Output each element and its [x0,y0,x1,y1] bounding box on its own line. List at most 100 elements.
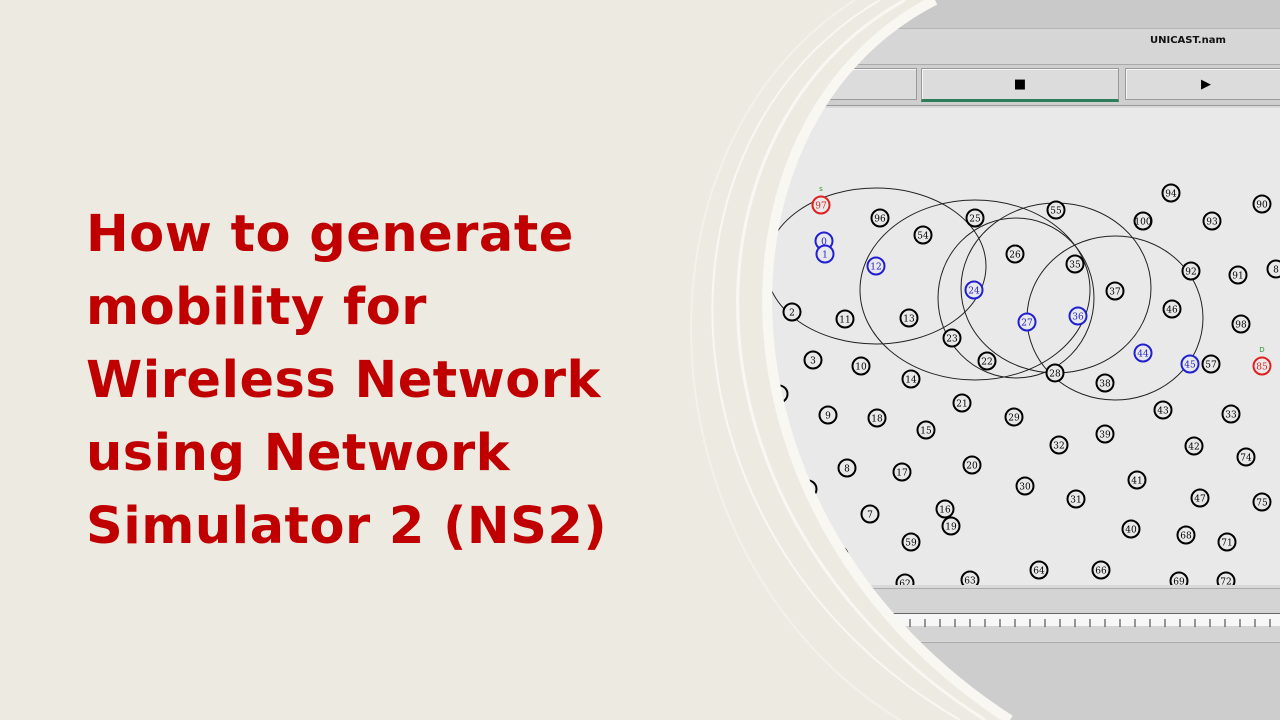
network-node: 12 [868,258,885,275]
node-tag: D [1259,346,1264,354]
network-node: 16 [937,501,954,518]
svg-text:20: 20 [966,462,978,472]
svg-text:26: 26 [1009,251,1021,261]
network-node: 41 [1129,472,1146,489]
svg-text:90: 90 [1256,201,1268,211]
svg-text:2: 2 [789,309,795,319]
svg-text:31: 31 [1070,496,1081,506]
svg-text:33: 33 [1225,411,1237,421]
svg-text:59: 59 [905,539,917,549]
svg-text:68: 68 [1180,532,1192,542]
svg-text:40: 40 [1125,526,1137,536]
network-node: 13 [901,310,918,327]
network-node: 64 [1031,562,1048,579]
svg-text:32: 32 [1053,442,1064,452]
stop-button[interactable]: ■ [921,68,1119,102]
network-node: 17 [894,464,911,481]
network-node: 5 [778,440,795,457]
network-node: 74 [1238,449,1255,466]
network-node: 68 [1178,527,1195,544]
nam-titlebar [700,0,1280,28]
svg-text:24: 24 [968,287,980,297]
network-node: 4 [771,386,788,403]
network-node: 23 [944,330,961,347]
svg-text:22: 22 [981,358,992,368]
network-node: 85 [1254,358,1271,375]
svg-text:54: 54 [917,232,929,242]
network-node: 31 [1068,491,1085,508]
network-node: 10 [853,358,870,375]
network-node: 32 [1051,437,1068,454]
network-node: 30 [1017,478,1034,495]
svg-text:29: 29 [1008,414,1020,424]
svg-text:27: 27 [1021,319,1033,329]
slide-title: How to generate mobility for Wireless Ne… [86,198,706,563]
network-node: 14 [903,371,920,388]
svg-text:47: 47 [1194,495,1206,505]
network-node: 47 [1192,490,1209,507]
svg-text:64: 64 [1033,567,1045,577]
svg-text:3: 3 [810,357,816,367]
svg-text:14: 14 [905,376,917,386]
network-node: 98 [1233,316,1250,333]
svg-text:36: 36 [1072,313,1084,323]
svg-text:38: 38 [1099,380,1111,390]
network-node: 24 [966,282,983,299]
svg-text:74: 74 [1240,454,1252,464]
network-node: 29 [1006,409,1023,426]
network-node: 6 [800,481,817,498]
svg-text:15: 15 [920,427,932,437]
network-node: 42 [1186,438,1203,455]
network-node: 92 [1183,263,1200,280]
network-node: 11 [837,311,854,328]
svg-text:100: 100 [1134,218,1151,228]
svg-text:8: 8 [1273,266,1279,276]
svg-text:91: 91 [1232,272,1243,282]
network-node: 27 [1019,314,1036,331]
svg-text:13: 13 [903,315,915,325]
svg-text:18: 18 [871,415,883,425]
svg-text:10: 10 [855,363,867,373]
svg-text:5: 5 [783,445,789,455]
svg-text:75: 75 [1256,499,1268,509]
network-node: 57 [1203,356,1220,373]
network-node: 33 [1223,406,1240,423]
time-slider[interactable] [870,613,1280,626]
play-icon: ▶ [1201,76,1211,92]
svg-text:17: 17 [896,469,908,479]
play-button[interactable]: ▶ [1125,68,1280,100]
svg-text:23: 23 [946,335,958,345]
network-node: 62 [897,575,914,586]
svg-text:19: 19 [945,523,957,533]
svg-text:16: 16 [939,506,951,516]
title-line-1: How to generate [86,205,574,264]
stop-icon: ■ [1013,76,1027,92]
svg-text:42: 42 [1188,443,1199,453]
svg-text:9: 9 [825,412,831,422]
svg-text:37: 37 [1109,288,1121,298]
network-node: 91 [1230,267,1247,284]
network-node: 36 [1070,308,1087,325]
network-node: 20 [964,457,981,474]
network-node: 26 [1007,246,1024,263]
network-node: 54 [915,227,932,244]
network-node: 97 [813,197,830,214]
svg-text:44: 44 [1137,350,1149,360]
svg-text:66: 66 [1095,567,1107,577]
svg-text:8: 8 [844,465,850,475]
network-node: 45 [1182,356,1199,373]
network-node: 71 [1219,534,1236,551]
node-tag: s [819,185,823,193]
svg-text:30: 30 [1019,483,1031,493]
network-node: 35 [1067,256,1084,273]
network-node: 66 [1093,562,1110,579]
svg-text:57: 57 [1205,361,1217,371]
network-node: 94 [1163,185,1180,202]
svg-text:98: 98 [1235,321,1247,331]
svg-text:1: 1 [822,251,828,261]
network-node: 7 [862,506,879,523]
network-node: 43 [1155,402,1172,419]
svg-text:35: 35 [1069,261,1081,271]
rewind-button[interactable] [700,68,917,100]
